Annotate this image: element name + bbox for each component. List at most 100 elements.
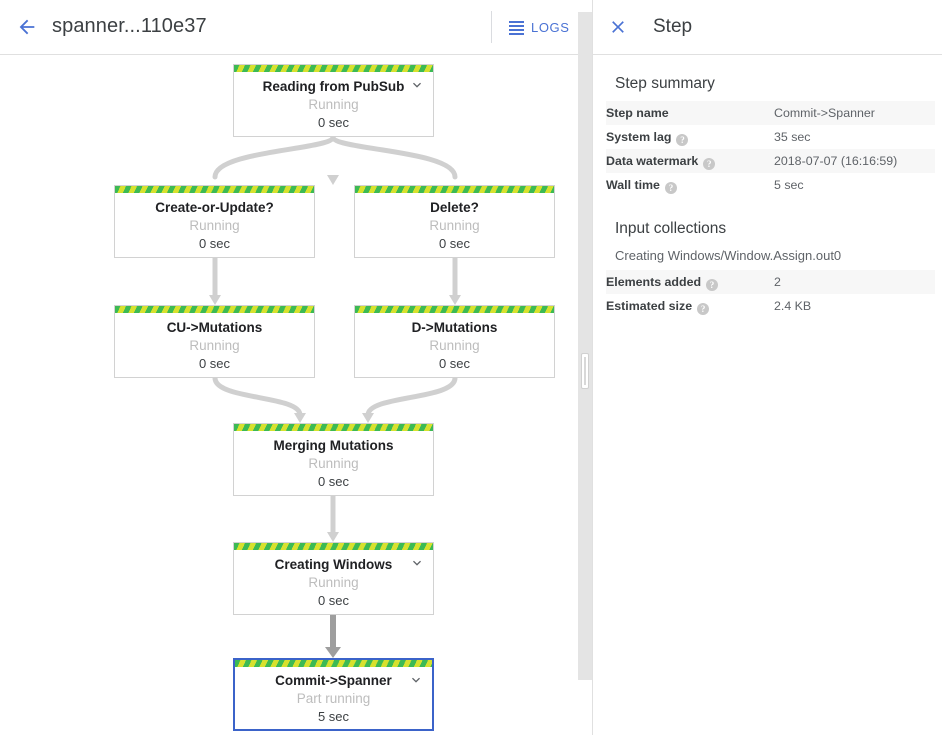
node-state: Running [429, 217, 480, 233]
node-title: Creating Windows [274, 556, 393, 572]
node-body: Creating Windows Running 0 sec [234, 550, 433, 614]
step-panel-header: Step [593, 0, 942, 55]
node-title: Merging Mutations [273, 437, 394, 453]
step-summary-table: Step name Commit->Spanner System lag? 35… [606, 101, 935, 197]
row-key-label: Elements added [606, 275, 702, 289]
node-status-stripe [234, 65, 433, 72]
row-key-label: Step name [606, 106, 669, 120]
node-time: 0 sec [438, 235, 471, 251]
node-time: 0 sec [198, 355, 231, 371]
node-status-stripe [235, 660, 432, 667]
help-icon[interactable]: ? [676, 134, 689, 146]
node-state: Running [189, 217, 240, 233]
table-row: System lag? 35 sec [606, 125, 935, 149]
chevron-down-icon[interactable] [409, 77, 425, 93]
graph-node-create-or-update[interactable]: Create-or-Update? Running 0 sec [114, 185, 315, 258]
graph-node-delete[interactable]: Delete? Running 0 sec [354, 185, 555, 258]
graph-node-merging-mutations[interactable]: Merging Mutations Running 0 sec [233, 423, 434, 496]
row-value: 5 sec [774, 178, 804, 192]
panel-divider [592, 0, 593, 735]
close-icon[interactable] [604, 13, 632, 41]
input-collections-heading: Input collections [615, 220, 727, 237]
node-status-stripe [115, 186, 314, 193]
row-key-label: Wall time [606, 178, 660, 192]
row-key: Elements added? [606, 270, 774, 294]
input-collections-table: Elements added? 2 Estimated size? 2.4 KB [606, 270, 935, 318]
step-details-panel: Step Step summary Step name Commit->Span… [593, 0, 942, 735]
node-state: Running [429, 337, 480, 353]
table-row: Elements added? 2 [606, 270, 935, 294]
node-state: Running [308, 455, 359, 471]
help-icon[interactable]: ? [697, 303, 710, 315]
node-status-stripe [234, 543, 433, 550]
row-value: 2.4 KB [774, 299, 812, 313]
row-value: 2 [774, 275, 781, 289]
header-divider [491, 11, 492, 43]
row-key: Step name [606, 101, 774, 125]
input-collection-name: Creating Windows/Window.Assign.out0 [615, 248, 842, 263]
graph-node-creating-windows[interactable]: Creating Windows Running 0 sec [233, 542, 434, 615]
node-time: 0 sec [317, 114, 350, 130]
node-title: D->Mutations [411, 319, 498, 335]
node-state: Running [308, 574, 359, 590]
job-graph-panel: spanner...110e37 LOGS [0, 0, 592, 735]
node-state: Part running [296, 690, 371, 706]
edge-arrowheads [209, 175, 461, 542]
help-icon[interactable]: ? [703, 158, 716, 170]
node-status-stripe [355, 306, 554, 313]
page-title: spanner...110e37 [52, 15, 207, 37]
logs-list-icon [509, 20, 524, 35]
node-body: Create-or-Update? Running 0 sec [115, 193, 314, 257]
step-panel-content: Step summary Step name Commit->Spanner S… [593, 55, 942, 735]
node-time: 5 sec [317, 708, 350, 724]
graph-edges [209, 134, 461, 658]
node-time: 0 sec [317, 473, 350, 489]
node-body: Merging Mutations Running 0 sec [234, 431, 433, 495]
row-key-label: System lag [606, 130, 672, 144]
job-header: spanner...110e37 LOGS [0, 0, 592, 55]
node-state: Running [189, 337, 240, 353]
row-value: Commit->Spanner [774, 106, 875, 120]
logs-button-label: LOGS [531, 19, 570, 35]
table-row: Wall time? 5 sec [606, 173, 935, 197]
job-graph-canvas[interactable]: Reading from PubSub Running 0 sec Create… [0, 55, 592, 735]
graph-vertical-scrollbar-thumb[interactable] [581, 353, 589, 389]
node-status-stripe [115, 306, 314, 313]
row-key: Wall time? [606, 173, 774, 197]
node-body: CU->Mutations Running 0 sec [115, 313, 314, 377]
node-time: 0 sec [198, 235, 231, 251]
table-row: Step name Commit->Spanner [606, 101, 935, 125]
graph-node-commit-spanner[interactable]: Commit->Spanner Part running 5 sec [233, 658, 434, 731]
help-icon[interactable]: ? [706, 279, 719, 291]
help-icon[interactable]: ? [664, 182, 677, 194]
node-body: Delete? Running 0 sec [355, 193, 554, 257]
graph-vertical-scrollbar-track[interactable] [578, 12, 592, 680]
node-body: Commit->Spanner Part running 5 sec [235, 667, 432, 729]
row-key: Estimated size? [606, 294, 774, 318]
step-summary-heading: Step summary [615, 75, 715, 92]
step-panel-title: Step [653, 16, 693, 37]
back-arrow-icon[interactable] [12, 12, 42, 42]
chevron-down-icon[interactable] [409, 555, 425, 571]
highlighted-edge [325, 615, 341, 658]
node-status-stripe [234, 424, 433, 431]
node-title: CU->Mutations [166, 319, 263, 335]
graph-node-d-mutations[interactable]: D->Mutations Running 0 sec [354, 305, 555, 378]
node-body: Reading from PubSub Running 0 sec [234, 72, 433, 136]
node-time: 0 sec [438, 355, 471, 371]
node-title: Reading from PubSub [262, 78, 405, 94]
graph-node-cu-mutations[interactable]: CU->Mutations Running 0 sec [114, 305, 315, 378]
row-key: System lag? [606, 125, 774, 149]
row-key: Data watermark? [606, 149, 774, 173]
node-body: D->Mutations Running 0 sec [355, 313, 554, 377]
table-row: Data watermark? 2018-07-07 (16:16:59) [606, 149, 935, 173]
row-key-label: Data watermark [606, 154, 699, 168]
chevron-down-icon[interactable] [408, 672, 424, 688]
node-title: Commit->Spanner [275, 672, 392, 688]
node-title: Delete? [430, 199, 479, 215]
logs-button[interactable]: LOGS [509, 14, 570, 40]
graph-node-reading-from-pubsub[interactable]: Reading from PubSub Running 0 sec [233, 64, 434, 137]
node-state: Running [308, 96, 359, 112]
table-row: Estimated size? 2.4 KB [606, 294, 935, 318]
